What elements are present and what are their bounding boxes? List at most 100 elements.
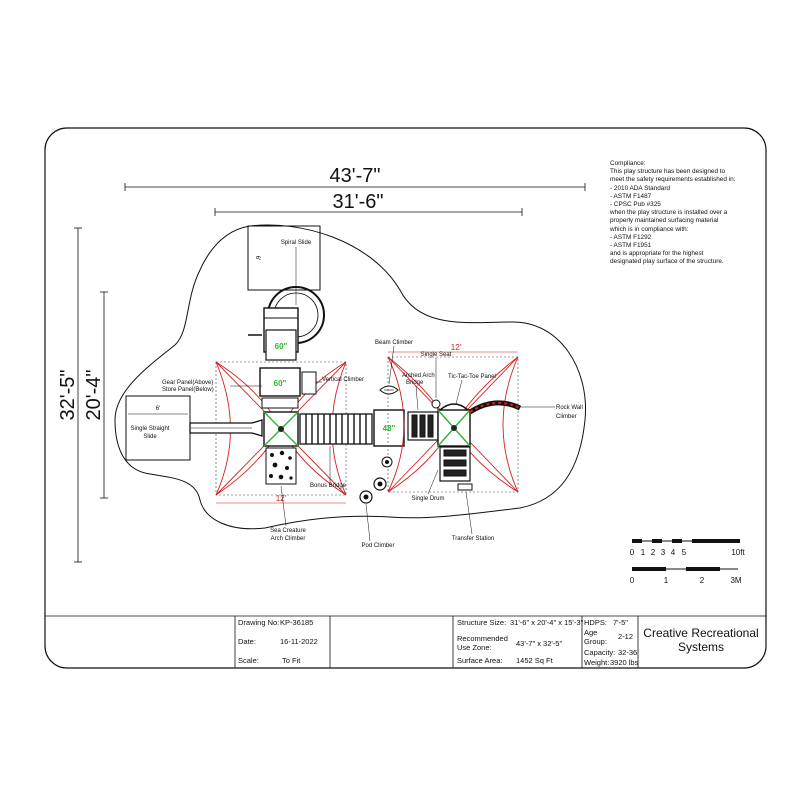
rock-wall-climber <box>468 400 522 415</box>
label-sea-creature-2: Arch Climber <box>271 536 306 542</box>
scale-value: To Fit <box>282 656 301 665</box>
age-value: 2-12 <box>618 632 634 641</box>
drawing-no-value: KP-36185 <box>280 618 314 627</box>
compliance-line: meet the safety requirements established… <box>610 176 736 184</box>
label-vertical-climber: Vertical Climber <box>322 377 364 383</box>
compliance-line: - ASTM F1951 <box>610 242 652 250</box>
straight-slide-dim: 6' <box>156 406 160 412</box>
structure-size-value: 31'-6" x 20'-4" x 15'-3" <box>510 618 584 627</box>
label-tic-tac-toe: Tic-Tac-Toe Panel <box>448 374 496 380</box>
age-label-1: Age <box>584 628 598 637</box>
width-total-text: 43'-7" <box>330 165 381 187</box>
shade-right-dim: 12' <box>388 343 518 353</box>
use-zone-outline <box>114 224 587 530</box>
straight-slide-zone: 6' Single Straight Slide <box>125 395 191 461</box>
compliance-line: and is appropriate for the highest <box>610 250 704 258</box>
deck-center-height: 48" <box>383 424 396 433</box>
compliance-line: designated play surface of the structure… <box>610 258 724 266</box>
deck-mid-left: 60" <box>259 367 317 409</box>
hdps-label: HDPS: <box>584 618 607 627</box>
compliance-line: which is in compliance with: <box>610 225 689 233</box>
deck-center-48: 48" <box>373 409 405 447</box>
scale-m-end: 3M <box>730 576 741 585</box>
label-beam-climber: Beam Climber <box>375 340 413 346</box>
compliance-line: - CPSC Pub #325 <box>610 201 661 209</box>
weight-value: 3920 lbs <box>610 658 639 667</box>
scale-m-tick-1: 1 <box>664 576 669 585</box>
company-name: Creative Recreational Systems <box>638 626 764 654</box>
capacity-label: Capacity: <box>584 648 616 657</box>
spiral-slide-dim: 6' <box>254 256 260 260</box>
capacity-value: 32-36 <box>618 648 638 657</box>
dimension-width-total: 43'-7" <box>124 165 586 191</box>
component-labels: Gear Panel(Above) Store Panel(Below) Ver… <box>162 340 583 549</box>
label-gear-panel-1: Gear Panel(Above) <box>162 380 213 386</box>
scale-bar-ft: 0 1 2 3 4 5 10ft <box>630 539 745 557</box>
dimension-depth-total: 32'-5" <box>57 227 82 563</box>
dimension-depth-structure: 20'-4" <box>83 291 108 499</box>
label-transfer-station: Transfer Station <box>452 536 494 542</box>
compliance-line: Compliance: <box>610 160 646 167</box>
label-rock-wall-1: Rock Wall <box>556 405 583 411</box>
single-drum <box>381 456 393 468</box>
label-gear-panel-2: Store Panel(Below) <box>162 387 214 393</box>
dimension-width-structure: 31'-6" <box>214 191 523 216</box>
surface-area-label: Surface Area: <box>457 656 503 665</box>
deck-right <box>437 403 471 447</box>
structure-size-label: Structure Size: <box>457 618 507 627</box>
surface-area-value: 1452 Sq Ft <box>516 656 553 665</box>
depth-total-text: 32'-5" <box>57 370 79 421</box>
compliance-line: - 2010 ADA Standard <box>610 184 671 192</box>
depth-structure-text: 20'-4" <box>83 370 105 421</box>
scale-ft-tick-0: 0 <box>630 548 635 557</box>
label-single-drum: Single Drum <box>411 496 444 502</box>
beam-climber <box>379 385 399 395</box>
label-single-seat: Single Seat <box>421 352 452 358</box>
straight-slide <box>189 419 263 437</box>
scale-m-tick-0: 0 <box>630 576 635 585</box>
compliance-line: when the play structure is installed ove… <box>610 209 728 217</box>
scale-ft-tick-1: 1 <box>641 548 646 557</box>
bonus-bridge <box>299 413 373 445</box>
spiral-slide-label: Spiral Slide <box>281 240 312 246</box>
scale-ft-end: 10ft <box>731 548 745 557</box>
scale-m-tick-2: 2 <box>700 576 705 585</box>
sheet-border <box>44 127 767 669</box>
label-sea-creature-1: Sea Creature <box>270 528 306 534</box>
deck-center-left <box>263 411 299 447</box>
shade-right-dim-text: 12' <box>451 343 462 352</box>
scale-ft-tick-3: 3 <box>661 548 666 557</box>
scale-ft-tick-4: 4 <box>671 548 676 557</box>
hdps-value: 7'-5" <box>613 618 628 627</box>
deck-top: 60" <box>265 329 297 361</box>
date-value: 16-11-2022 <box>280 637 318 646</box>
compliance-line: This play structure has been designed to <box>610 168 726 176</box>
compliance-line: - ASTM F1292 <box>610 233 652 241</box>
pod-climber <box>359 477 387 504</box>
use-zone-label-2: Use Zone: <box>457 643 492 652</box>
drawing-no-label: Drawing No: <box>238 618 280 627</box>
company-name-line-2: Systems <box>677 640 724 654</box>
scale-ft-tick-2: 2 <box>651 548 656 557</box>
company-name-line-1: Creative Recreational <box>643 626 759 640</box>
deck-top-height: 60" <box>275 342 288 351</box>
use-zone-label-1: Recommended <box>457 634 508 643</box>
scale-bar-m: 0 1 2 3M <box>630 567 742 585</box>
label-rock-wall-2: Climber <box>556 414 577 420</box>
label-pod-climber: Pod Climber <box>361 543 394 549</box>
title-block-grid <box>45 615 766 668</box>
age-label-2: Group: <box>584 637 607 646</box>
scale-ft-tick-5: 5 <box>682 548 687 557</box>
weight-label: Weight: <box>584 658 610 667</box>
compliance-line: - ASTM F1487 <box>610 192 652 200</box>
shade-left-dim-text: 12' <box>276 494 287 503</box>
sea-creature-climber <box>265 447 297 485</box>
shade-left-dim: 12' <box>216 494 346 504</box>
compliance-notes: Compliance: This play structure has been… <box>610 160 760 267</box>
use-zone-value: 43'-7" x 32'-5" <box>516 639 563 648</box>
compliance-line: properly maintained surfacing material <box>610 217 719 225</box>
label-arched-arch-1: Arched Arch <box>402 373 435 379</box>
deck-mid-left-height: 60" <box>274 379 287 388</box>
straight-slide-label-1: Single Straight <box>130 426 169 432</box>
